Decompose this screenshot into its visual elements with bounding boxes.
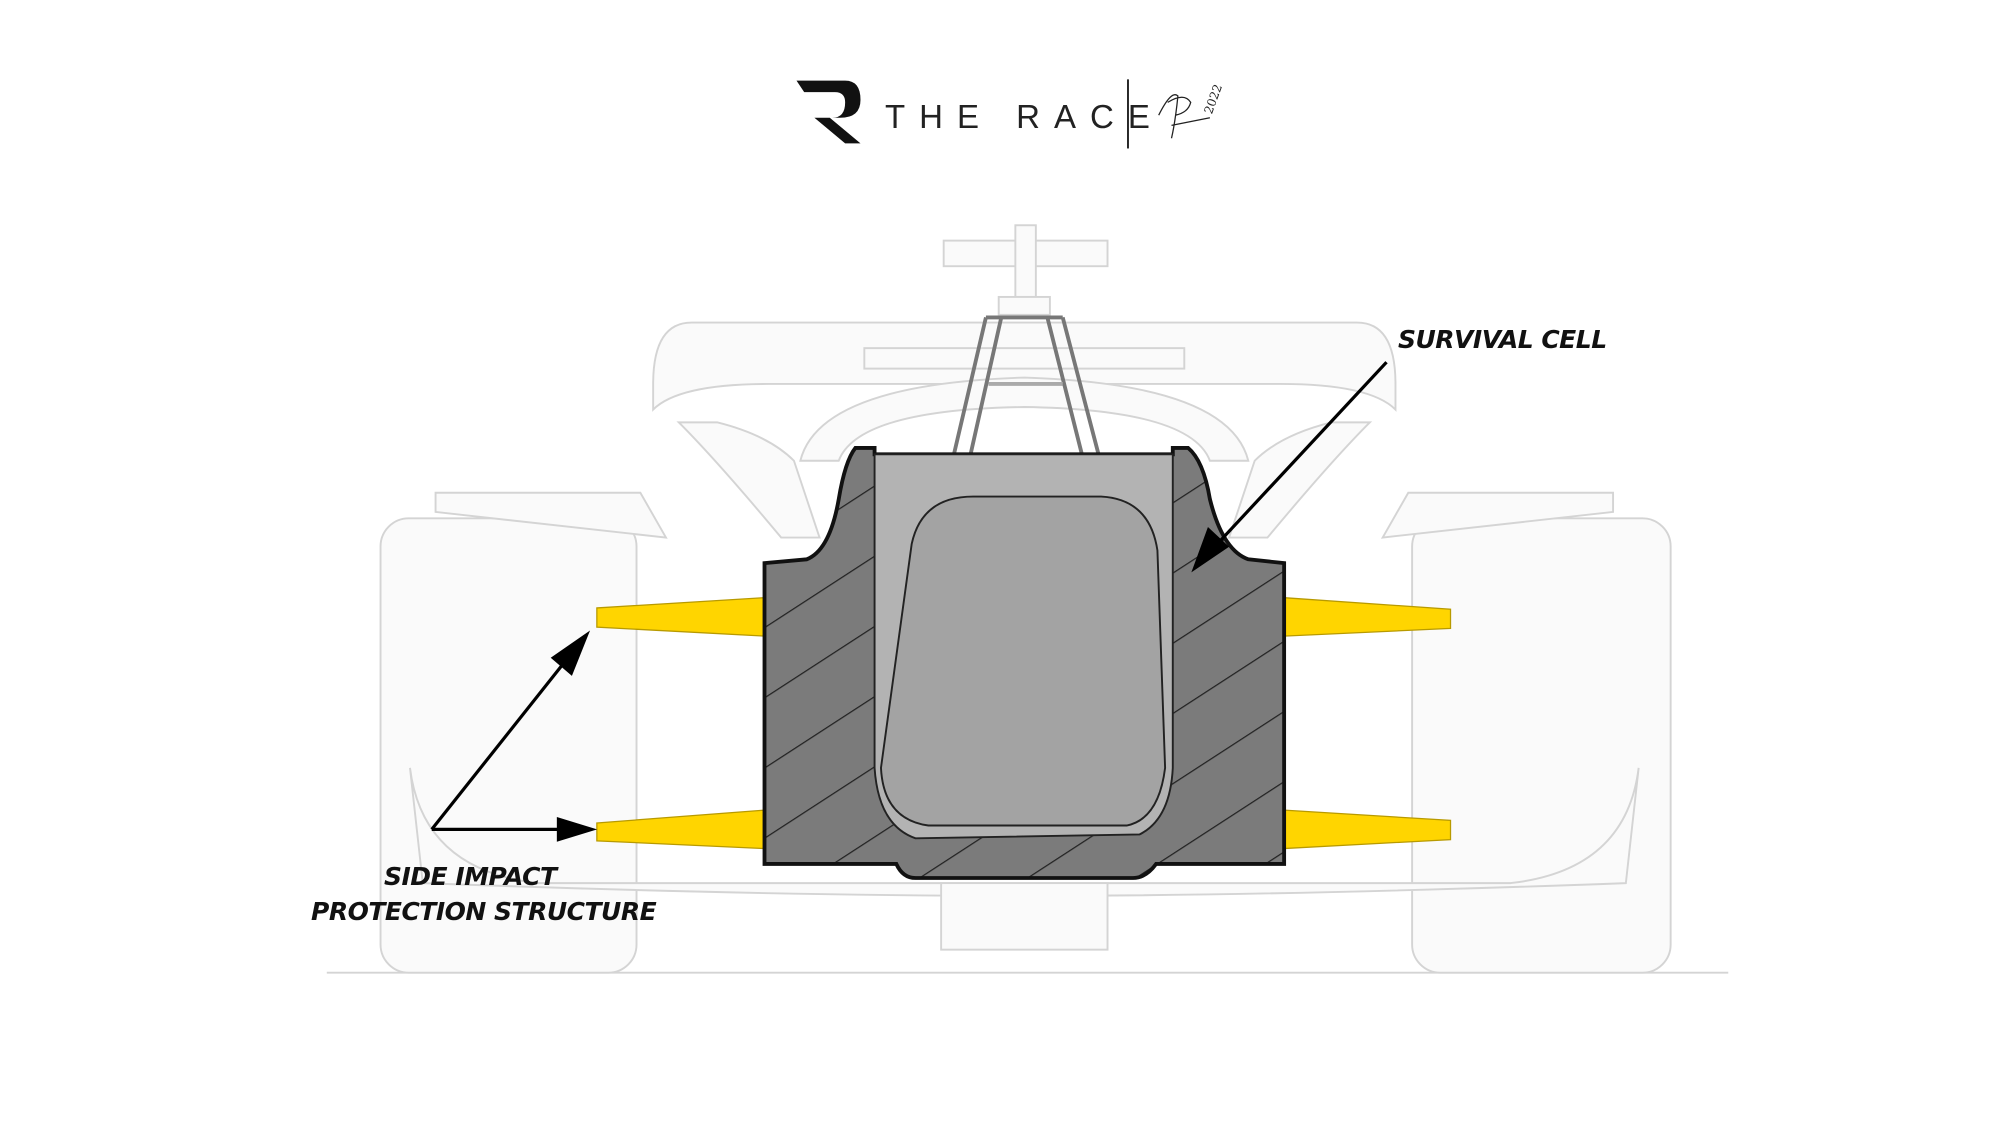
camera-stem bbox=[1014, 224, 1037, 304]
logo-r-icon bbox=[796, 80, 861, 144]
survival-cell-label: SURVIVAL CELL bbox=[1398, 325, 1607, 354]
arrow-to-upper-structure bbox=[430, 654, 572, 831]
side-impact-label-line2: PROTECTION STRUCTURE bbox=[311, 897, 657, 926]
survival-cell bbox=[762, 446, 1287, 880]
front-wing-lower bbox=[409, 767, 1640, 897]
right-sidepod bbox=[1227, 421, 1373, 539]
signature-graphic bbox=[1158, 94, 1211, 139]
left-sidepod bbox=[676, 421, 821, 539]
right-wheel bbox=[1411, 517, 1672, 974]
arrow-to-survival-cell bbox=[1212, 361, 1388, 549]
annotation-arrows bbox=[430, 361, 1388, 842]
wing-slot bbox=[863, 347, 1186, 370]
side-impact-label-line1: SIDE IMPACT bbox=[384, 862, 557, 891]
halo-struts bbox=[952, 315, 1101, 455]
car-background bbox=[326, 224, 1729, 974]
nose-tip bbox=[940, 882, 1109, 951]
cockpit-seat bbox=[880, 495, 1167, 827]
the-race-logo bbox=[796, 79, 1211, 149]
roll-hoop bbox=[997, 295, 1051, 316]
right-front-wing bbox=[1380, 491, 1615, 539]
brand-name: THE RACE bbox=[885, 98, 1164, 135]
left-front-wing bbox=[434, 491, 668, 539]
halo bbox=[799, 376, 1250, 462]
